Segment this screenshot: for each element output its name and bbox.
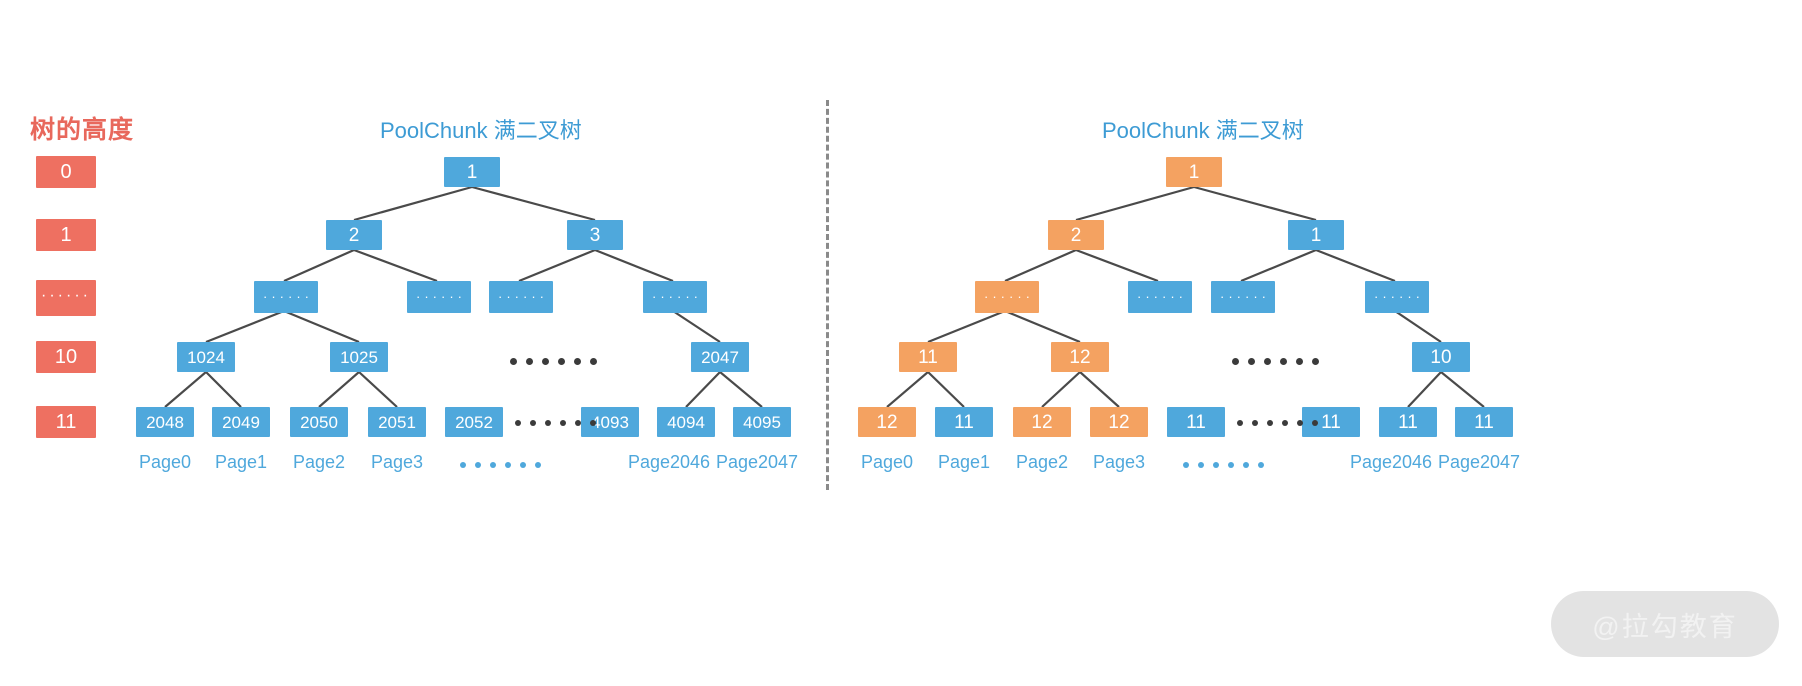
- watermark: @拉勾教育: [1551, 591, 1779, 657]
- tree-node-l-d1: ······: [254, 281, 318, 313]
- page-label-left-tree-2: Page2: [292, 452, 346, 472]
- page-label-left-tree-0: Page0: [138, 452, 192, 472]
- tree-edge: [1315, 248, 1396, 283]
- tree-edge: [927, 309, 1006, 344]
- page-ellipsis-left-tree: [460, 462, 541, 468]
- tree-node-l-1024: 1024: [177, 342, 235, 372]
- tree-edge: [518, 248, 596, 283]
- tree-node-r-l6: 11: [1379, 407, 1437, 437]
- tree-edge: [672, 310, 721, 343]
- tree-node-r-d4: ······: [1365, 281, 1429, 313]
- tree-node-r-11a: 11: [899, 342, 957, 372]
- tree-edge: [353, 185, 473, 222]
- tree-node-l-4094: 4094: [657, 407, 715, 437]
- tree-edge: [1004, 248, 1077, 283]
- height-level-3: 10: [36, 341, 96, 373]
- tree-node-l-2052: 2052: [445, 407, 503, 437]
- tree-node-r-d2: ······: [1128, 281, 1192, 313]
- tree-edge: [1075, 185, 1195, 222]
- tree-node-l-n2: 2: [326, 220, 382, 250]
- mid-ellipsis-right-tree: [1232, 358, 1319, 365]
- tree-title-left-tree: PoolChunk 满二叉树: [380, 118, 582, 143]
- tree-node-l-4095: 4095: [733, 407, 791, 437]
- tree-edge: [719, 371, 763, 408]
- page-label-right-tree-5: Page2047: [1437, 452, 1521, 472]
- mid-ellipsis-left-tree: [510, 358, 597, 365]
- tree-edge: [1240, 248, 1317, 283]
- page-label-right-tree-3: Page3: [1092, 452, 1146, 472]
- page-label-left-tree-4: Page2046: [627, 452, 711, 472]
- page-label-left-tree-5: Page2047: [715, 452, 799, 472]
- page-ellipsis-right-tree: [1183, 462, 1264, 468]
- tree-node-l-d4: ······: [643, 281, 707, 313]
- tree-edge: [1041, 371, 1081, 408]
- page-label-right-tree-2: Page2: [1015, 452, 1069, 472]
- tree-node-r-n3: 1: [1288, 220, 1344, 250]
- page-label-right-tree-1: Page1: [937, 452, 991, 472]
- tree-node-r-root: 1: [1166, 157, 1222, 187]
- tree-title-right-tree: PoolChunk 满二叉树: [1102, 118, 1304, 143]
- tree-edge: [1407, 371, 1442, 408]
- tree-edge: [205, 371, 242, 408]
- tree-node-r-n2: 2: [1048, 220, 1104, 250]
- page-label-right-tree-0: Page0: [860, 452, 914, 472]
- height-level-2: ······: [36, 280, 96, 316]
- tree-node-r-l1: 11: [935, 407, 993, 437]
- tree-node-l-d2: ······: [407, 281, 471, 313]
- tree-edge: [283, 309, 360, 344]
- tree-node-l-root: 1: [444, 157, 500, 187]
- tree-node-r-d3: ······: [1211, 281, 1275, 313]
- tree-edge: [1075, 248, 1159, 283]
- tree-node-l-2050: 2050: [290, 407, 348, 437]
- tree-edge: [318, 371, 360, 408]
- tree-node-r-10: 10: [1412, 342, 1470, 372]
- page-label-right-tree-4: Page2046: [1349, 452, 1433, 472]
- tree-node-r-l0: 12: [858, 407, 916, 437]
- height-level-0: 0: [36, 156, 96, 188]
- tree-node-l-2048: 2048: [136, 407, 194, 437]
- leaf-ellipsis-left-tree: [515, 420, 596, 426]
- tree-edge: [358, 371, 398, 408]
- tree-node-r-l5: 11: [1302, 407, 1360, 437]
- tree-edge: [353, 248, 438, 283]
- tree-node-r-d1: ······: [975, 281, 1039, 313]
- height-level-1: 1: [36, 219, 96, 251]
- section-divider: [826, 100, 829, 490]
- tree-edge: [1079, 371, 1120, 408]
- tree-node-r-12a: 12: [1051, 342, 1109, 372]
- height-legend-title: 树的高度: [30, 116, 135, 144]
- tree-edge: [164, 371, 207, 408]
- page-label-left-tree-3: Page3: [370, 452, 424, 472]
- tree-edge: [471, 185, 596, 222]
- tree-edge: [1440, 371, 1485, 408]
- tree-node-l-2047: 2047: [691, 342, 749, 372]
- tree-node-r-l4: 11: [1167, 407, 1225, 437]
- tree-node-l-1025: 1025: [330, 342, 388, 372]
- tree-edge: [594, 248, 674, 283]
- tree-node-r-l3: 12: [1090, 407, 1148, 437]
- tree-edge: [1193, 185, 1317, 222]
- tree-edge: [283, 248, 355, 283]
- tree-node-l-2049: 2049: [212, 407, 270, 437]
- page-label-left-tree-1: Page1: [214, 452, 268, 472]
- tree-edge: [1394, 310, 1442, 343]
- height-level-4: 11: [36, 406, 96, 438]
- tree-node-l-d3: ······: [489, 281, 553, 313]
- tree-node-l-2051: 2051: [368, 407, 426, 437]
- tree-edge: [685, 371, 721, 408]
- tree-edge: [886, 371, 929, 408]
- tree-edge: [927, 371, 965, 408]
- leaf-ellipsis-right-tree: [1237, 420, 1318, 426]
- tree-edge: [1004, 309, 1081, 344]
- tree-node-r-l7: 11: [1455, 407, 1513, 437]
- tree-node-l-n3: 3: [567, 220, 623, 250]
- tree-edge: [205, 309, 285, 344]
- tree-node-r-l2: 12: [1013, 407, 1071, 437]
